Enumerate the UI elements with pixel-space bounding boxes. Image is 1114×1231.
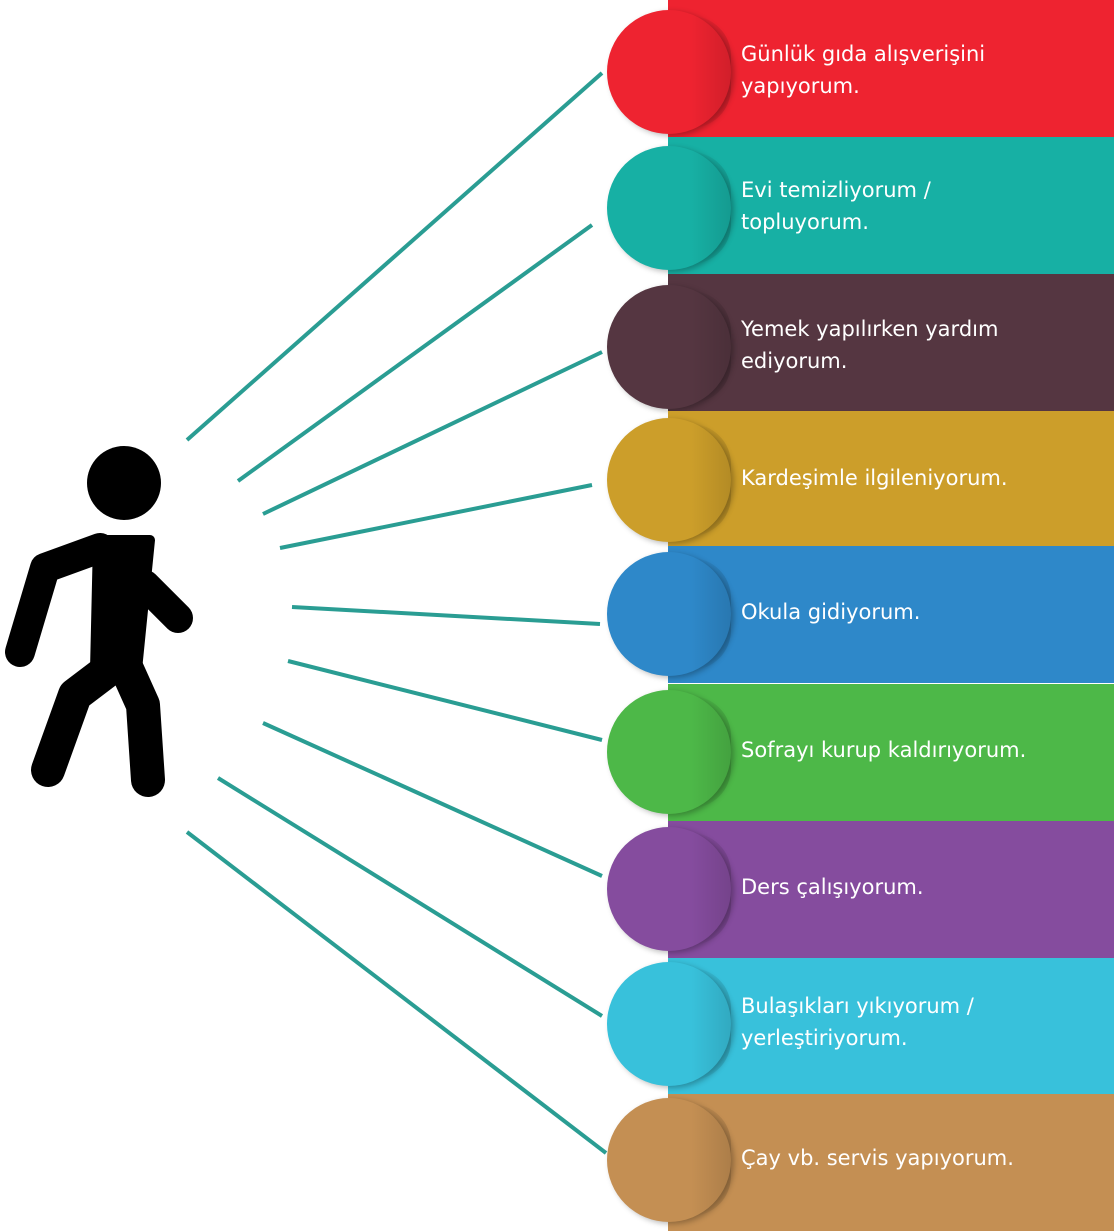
connector-line xyxy=(236,223,594,483)
activity-band xyxy=(668,958,1114,1095)
activity-band xyxy=(668,1094,1114,1231)
connector-line xyxy=(279,483,593,550)
activity-label: Bulaşıkları yıkıyorum / yerleştiriyorum. xyxy=(741,990,1111,1054)
activity-circle xyxy=(607,146,731,270)
activity-label-line: Sofrayı kurup kaldırıyorum. xyxy=(741,738,1027,762)
activity-circle xyxy=(607,827,731,951)
activity-circle xyxy=(607,552,731,676)
activity-label: Okula gidiyorum. xyxy=(741,596,1111,628)
activity-band xyxy=(668,684,1114,821)
activity-label-line: Evi temizliyorum / xyxy=(741,178,931,202)
activity-band xyxy=(668,411,1114,548)
activity-circle xyxy=(607,418,731,542)
activity-label: Sofrayı kurup kaldırıyorum. xyxy=(741,734,1111,766)
activity-label: Günlük gıda alışverişini yapıyorum. xyxy=(741,38,1111,102)
activity-circle xyxy=(607,10,731,134)
activity-label: Ders çalışıyorum. xyxy=(741,871,1111,903)
connector-line xyxy=(287,659,603,742)
activity-label: Yemek yapılırken yardım ediyorum. xyxy=(741,313,1111,377)
activity-band xyxy=(668,137,1114,274)
activity-label-line: Okula gidiyorum. xyxy=(741,600,921,624)
activity-label-line: Kardeşimle ilgileniyorum. xyxy=(741,466,1008,490)
connector-line xyxy=(262,350,603,516)
activity-band xyxy=(668,274,1114,411)
activity-label: Evi temizliyorum / topluyorum. xyxy=(741,174,1111,238)
activity-label: Çay vb. servis yapıyorum. xyxy=(741,1142,1111,1174)
activity-label-line: Günlük gıda alışverişini xyxy=(741,42,986,66)
activity-circle xyxy=(607,285,731,409)
connector-line xyxy=(216,776,604,1018)
activity-band xyxy=(668,821,1114,958)
activity-label: Kardeşimle ilgileniyorum. xyxy=(741,462,1111,494)
activity-label-line: yerleştiriyorum. xyxy=(741,1026,908,1050)
activity-band xyxy=(668,546,1114,683)
activity-label-line: Çay vb. servis yapıyorum. xyxy=(741,1146,1014,1170)
connector-line xyxy=(262,721,603,878)
activity-circle xyxy=(607,962,731,1086)
connector-line xyxy=(291,605,601,626)
activity-label-line: Ders çalışıyorum. xyxy=(741,875,924,899)
activity-label-line: Bulaşıkları yıkıyorum / xyxy=(741,994,974,1018)
pedestrian-walking-icon xyxy=(5,446,193,797)
activity-label-line: Yemek yapılırken yardım xyxy=(741,317,999,341)
activity-label-line: ediyorum. xyxy=(741,349,848,373)
activity-label-line: yapıyorum. xyxy=(741,74,860,98)
activity-circle xyxy=(607,690,731,814)
connector-line xyxy=(185,830,608,1155)
activity-label-line: topluyorum. xyxy=(741,210,869,234)
activity-circle xyxy=(607,1098,731,1222)
activity-band xyxy=(668,0,1114,137)
connector-line xyxy=(185,71,604,442)
